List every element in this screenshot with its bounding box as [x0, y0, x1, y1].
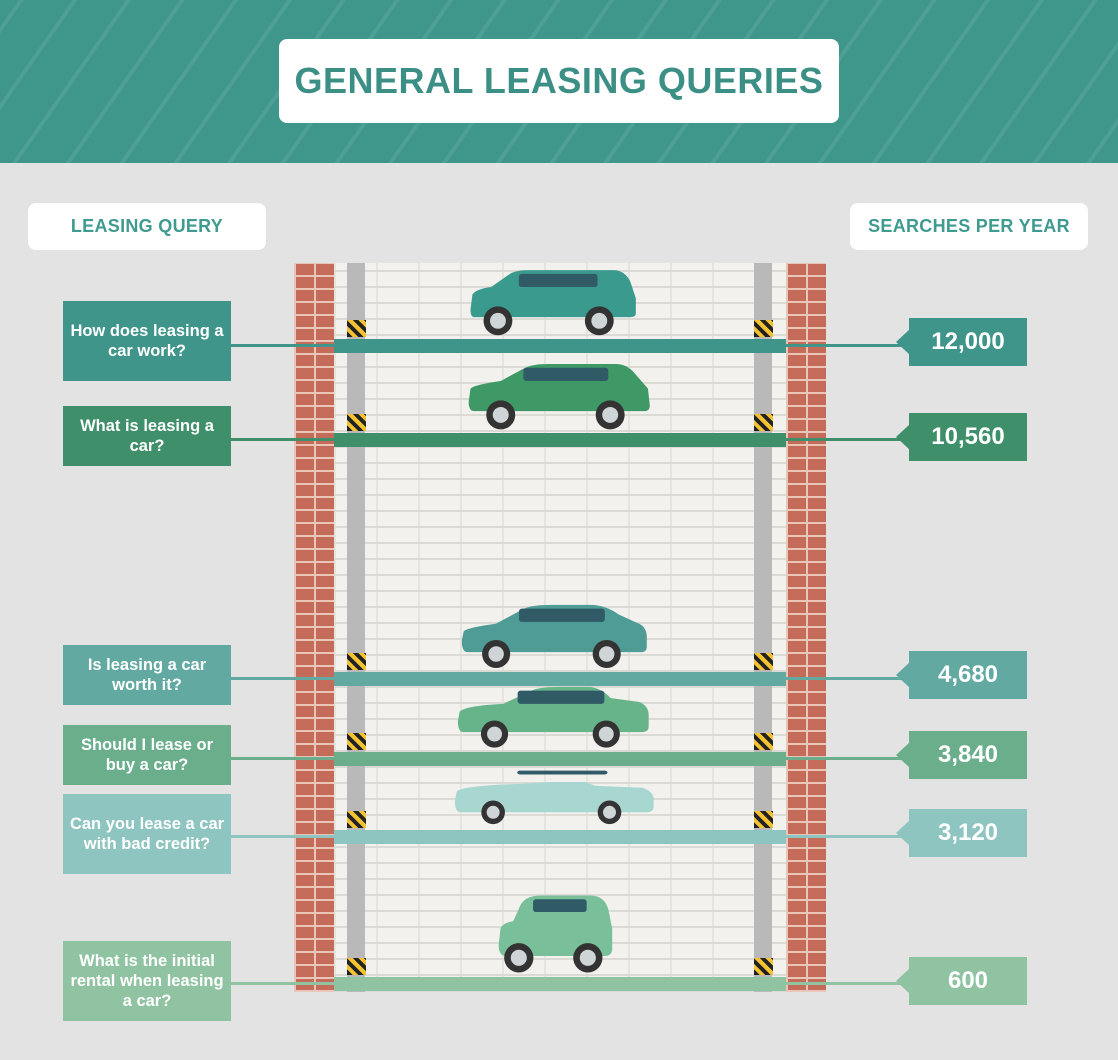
hazard-stripe-right — [754, 958, 773, 975]
car-wheel-rear — [592, 720, 620, 748]
value-arrow — [896, 742, 910, 768]
hazard-stripe-right — [754, 414, 773, 431]
hazard-stripe-right — [754, 733, 773, 750]
query-label: What is leasing a car? — [63, 406, 231, 466]
hazard-stripe-right — [754, 811, 773, 828]
compact-car-icon — [498, 895, 613, 973]
car-wheel-front — [480, 720, 509, 748]
header-banner: GENERAL LEASING QUERIES — [0, 0, 1118, 163]
title-box: GENERAL LEASING QUERIES — [279, 39, 839, 123]
car-wheel-rear — [573, 943, 603, 973]
brick-pillar-right — [786, 263, 826, 992]
hazard-stripe-left — [347, 320, 366, 337]
brick-pillar-left — [294, 263, 334, 992]
hazard-stripe-left — [347, 958, 366, 975]
query-label: How does leasing a car work? — [63, 301, 231, 381]
car-wheel-front — [482, 639, 511, 669]
car-wheel-rear — [595, 400, 625, 430]
sedan-icon — [461, 604, 647, 669]
query-label: Can you lease a car with bad credit? — [63, 794, 231, 874]
lift-shelf — [334, 672, 786, 686]
car-wheel-front — [504, 943, 534, 973]
value-arrow — [896, 662, 910, 688]
value-label: 3,120 — [909, 809, 1027, 857]
hazard-stripe-left — [347, 653, 366, 670]
hazard-stripe-right — [754, 320, 773, 337]
lift-shelf — [334, 830, 786, 844]
car-window — [523, 367, 609, 381]
coupe-icon — [457, 686, 649, 748]
car-wheel-rear — [592, 639, 621, 669]
car-wheel-rear — [597, 800, 622, 825]
hazard-stripe-right — [754, 653, 773, 670]
value-arrow — [896, 424, 910, 450]
searches-per-year-header: SEARCHES PER YEAR — [850, 203, 1088, 250]
car-window — [533, 899, 587, 913]
value-label: 600 — [909, 957, 1027, 1005]
lift-post-right — [754, 263, 772, 992]
leasing-query-header: LEASING QUERY — [28, 203, 266, 250]
car-window — [519, 608, 605, 622]
car-wheel-front — [486, 400, 516, 430]
lift-shelf — [334, 977, 786, 991]
convertible-icon — [454, 770, 654, 825]
value-label: 4,680 — [909, 651, 1027, 699]
value-label: 12,000 — [909, 318, 1027, 366]
lift-post-left — [347, 263, 365, 992]
lift-shelf — [334, 752, 786, 766]
query-label: Should I lease or buy a car? — [63, 725, 231, 785]
hazard-stripe-left — [347, 733, 366, 750]
query-label: Is leasing a car worth it? — [63, 645, 231, 705]
value-arrow — [896, 820, 910, 846]
page-title: GENERAL LEASING QUERIES — [294, 60, 824, 101]
car-wheel-front — [481, 800, 505, 825]
value-arrow — [896, 968, 910, 994]
lift-shelf — [334, 339, 786, 353]
hazard-stripe-left — [347, 811, 366, 828]
suv-icon — [468, 363, 650, 430]
value-label: 3,840 — [909, 731, 1027, 779]
car-window — [517, 690, 605, 704]
value-arrow — [896, 329, 910, 355]
query-label: What is the initial rental when leasing … — [63, 941, 231, 1021]
car-window — [518, 273, 598, 288]
value-label: 10,560 — [909, 413, 1027, 461]
hazard-stripe-left — [347, 414, 366, 431]
lift-shelf — [334, 433, 786, 447]
car-wheel-rear — [584, 306, 614, 336]
car-window — [517, 770, 608, 775]
minivan-icon — [470, 270, 636, 336]
car-wheel-front — [483, 306, 513, 336]
